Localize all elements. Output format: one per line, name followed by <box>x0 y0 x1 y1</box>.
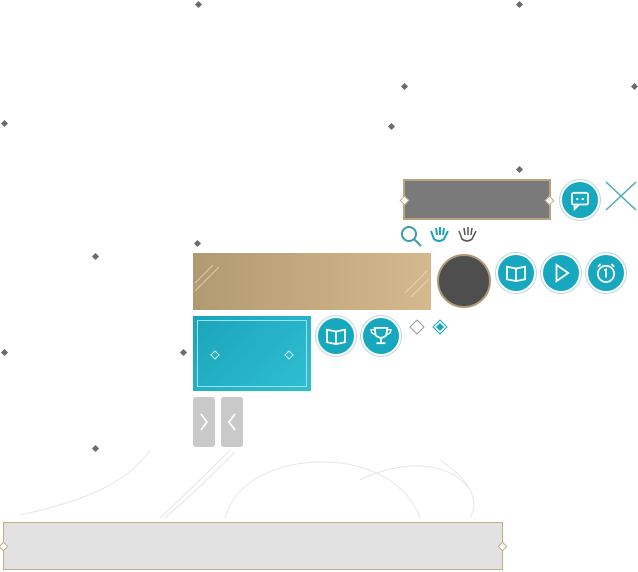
raised-hand-outline-icon[interactable] <box>456 225 478 243</box>
trophy-icon <box>370 327 392 345</box>
sparkle-decoration <box>515 0 524 9</box>
raised-hand-icon[interactable] <box>428 225 450 243</box>
gold-banner <box>193 253 431 310</box>
chat-button[interactable] <box>560 180 600 220</box>
bottom-message-bar <box>0 522 508 570</box>
search-icon[interactable] <box>400 225 424 247</box>
chevron-left-icon <box>227 413 236 431</box>
book-button-secondary[interactable] <box>316 316 356 356</box>
alarm-clock-icon <box>597 263 615 283</box>
sparkle-decoration <box>0 348 9 357</box>
sparkle-decoration <box>91 252 100 261</box>
open-book-icon <box>506 265 526 283</box>
avatar-circle[interactable] <box>437 254 491 308</box>
alarm-button[interactable] <box>586 253 626 293</box>
sparkle-decoration <box>179 348 188 357</box>
close-x-icon[interactable] <box>604 180 638 212</box>
chat-bubble-icon <box>571 191 589 212</box>
next-tab-button[interactable] <box>193 397 215 447</box>
sparkle-decoration <box>630 82 638 91</box>
bar-corner-ornament <box>0 541 9 552</box>
trophy-button[interactable] <box>361 316 401 356</box>
book-button[interactable] <box>496 253 536 293</box>
prev-tab-button[interactable] <box>221 397 243 447</box>
teal-card-border <box>197 320 307 387</box>
sparkle-decoration <box>400 82 409 91</box>
play-icon <box>555 263 570 283</box>
sparkle-decoration <box>193 239 202 248</box>
panel-corner-ornament <box>544 195 555 206</box>
diamond-outline-icon <box>284 350 294 360</box>
diamond-filled-icon[interactable] <box>431 318 449 336</box>
gray-title-panel <box>399 179 555 220</box>
sparkle-decoration <box>194 0 203 9</box>
sparkle-decoration <box>515 165 524 174</box>
background-swirl-decoration <box>19 449 475 519</box>
diamond-outline-icon <box>210 350 220 360</box>
open-book-icon <box>326 328 346 346</box>
panel-corner-ornament <box>399 195 410 206</box>
sparkle-decoration <box>387 122 396 131</box>
sparkle-decoration <box>0 119 9 128</box>
bar-corner-ornament <box>497 541 508 552</box>
teal-card-panel[interactable] <box>193 316 311 391</box>
diamond-outline-icon[interactable] <box>408 318 426 336</box>
play-button[interactable] <box>541 253 581 293</box>
chevron-right-icon <box>200 413 209 431</box>
